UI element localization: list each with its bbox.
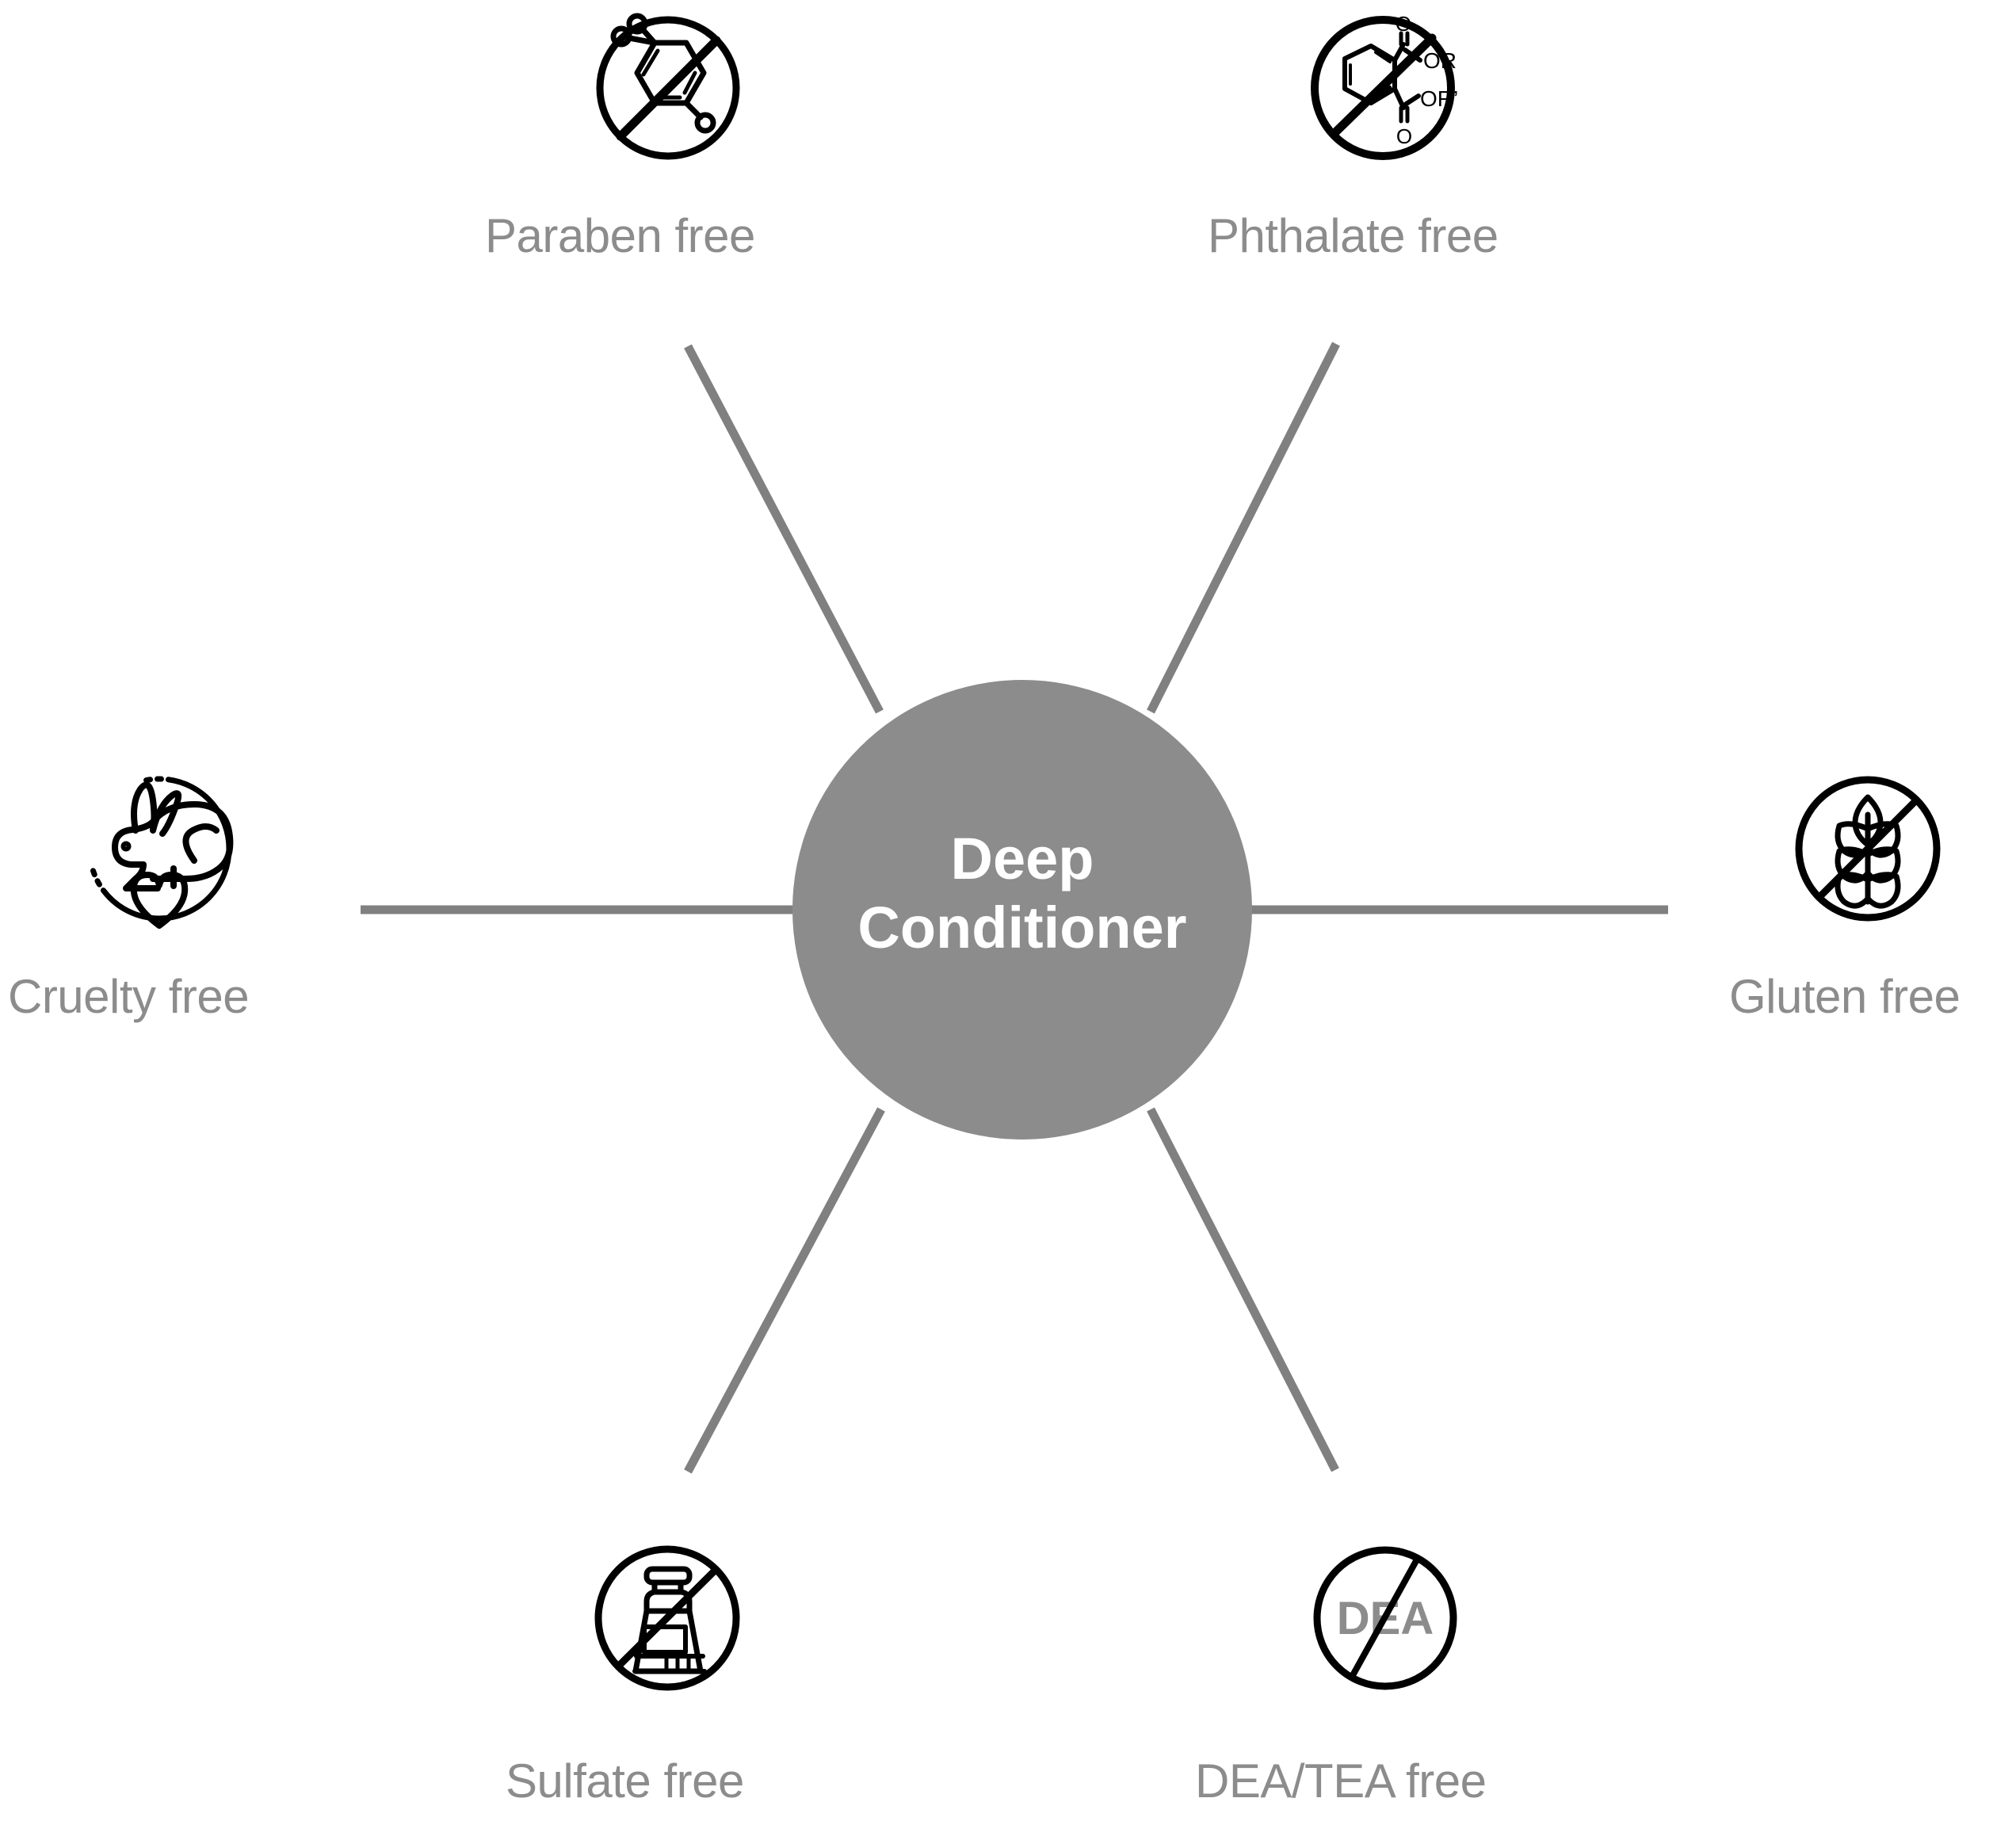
spoke-lines [361, 342, 1668, 1474]
node-label-phthalate: Phthalate free [1208, 209, 1499, 262]
phthalate-atom-label-o-bottom: O [1396, 124, 1412, 148]
center-hub-circle [792, 680, 1252, 1140]
dea-prohibition-slash [1349, 1556, 1420, 1680]
node-label-cruelty: Cruelty free [8, 970, 250, 1023]
node-label-gluten: Gluten free [1729, 970, 1961, 1023]
node-label-sulfate: Sulfate free [506, 1754, 744, 1808]
spoke-line-phthalate [1147, 342, 1340, 714]
phthalate-atom-label-orprime: OR’ [1420, 86, 1458, 111]
center-hub-line-1: Deep [950, 826, 1094, 891]
node-label-paraben: Paraben free [485, 209, 755, 262]
no-tube-bottle-icon [594, 1545, 740, 1691]
spoke-line-dea-tea [1147, 1107, 1339, 1472]
rabbit-heart-icon [86, 776, 234, 929]
center-hub-line-2: Conditioner [857, 895, 1187, 961]
no-wheat-icon [1795, 776, 1941, 922]
phthalate-atom-label-or: OR [1423, 48, 1457, 73]
spoke-line-paraben [684, 344, 884, 714]
spoke-line-sulfate [684, 1107, 885, 1474]
no-dea-icon: DEA [1313, 1546, 1457, 1690]
node-label-dea-tea: DEA/TEA free [1195, 1754, 1487, 1808]
no-paraben-molecule-icon [596, 13, 740, 160]
phthalate-atom-label-o-top: O [1396, 12, 1411, 36]
no-phthalate-molecule-icon: O OR O OR’ [1311, 12, 1458, 160]
